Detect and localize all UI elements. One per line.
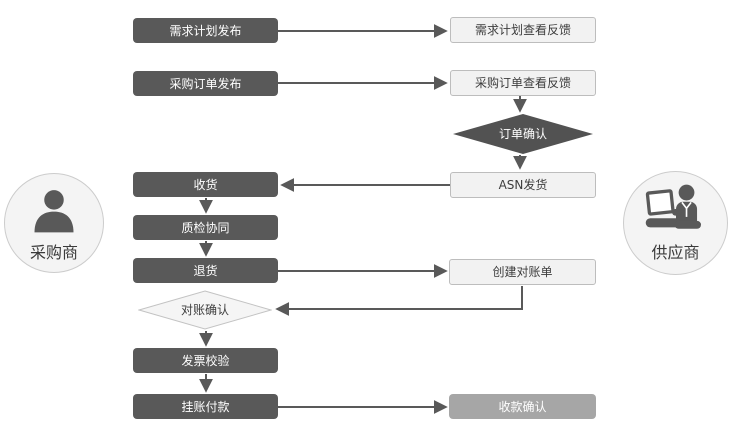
diamond-shape: [453, 114, 593, 154]
person-laptop-icon: [643, 184, 709, 238]
node-quality-inspection: 质检协同: [133, 215, 278, 240]
actor-supplier: 供应商: [623, 171, 728, 275]
node-demand-plan-publish: 需求计划发布: [133, 18, 278, 43]
node-return-goods: 退货: [133, 258, 278, 283]
edge-create-statement-to-recon-confirm: [275, 286, 523, 316]
decision-order-confirm-label: 订单确认: [498, 127, 547, 141]
actor-supplier-label: 供应商: [651, 242, 700, 262]
decision-order-confirm: 订单确认: [453, 114, 593, 154]
node-purchase-order-view-feedback: 采购订单查看反馈: [450, 70, 596, 96]
node-create-reconciliation-statement: 创建对账单: [449, 259, 596, 285]
node-collection-confirm: 收款确认: [449, 394, 596, 419]
decision-reconciliation-confirm-label: 对账确认: [180, 303, 229, 317]
node-demand-plan-view-feedback: 需求计划查看反馈: [450, 17, 596, 43]
actor-buyer: 采购商: [4, 173, 104, 273]
diamond-shape: [138, 290, 272, 330]
node-account-payment: 挂账付款: [133, 394, 278, 419]
decision-reconciliation-confirm: 对账确认: [138, 290, 272, 330]
actor-buyer-label: 采购商: [29, 242, 78, 262]
node-asn-shipment: ASN发货: [450, 172, 596, 198]
node-receive-goods: 收货: [133, 172, 278, 197]
node-purchase-order-publish: 采购订单发布: [133, 71, 278, 96]
node-invoice-verification: 发票校验: [133, 348, 278, 373]
person-icon: [28, 184, 80, 238]
